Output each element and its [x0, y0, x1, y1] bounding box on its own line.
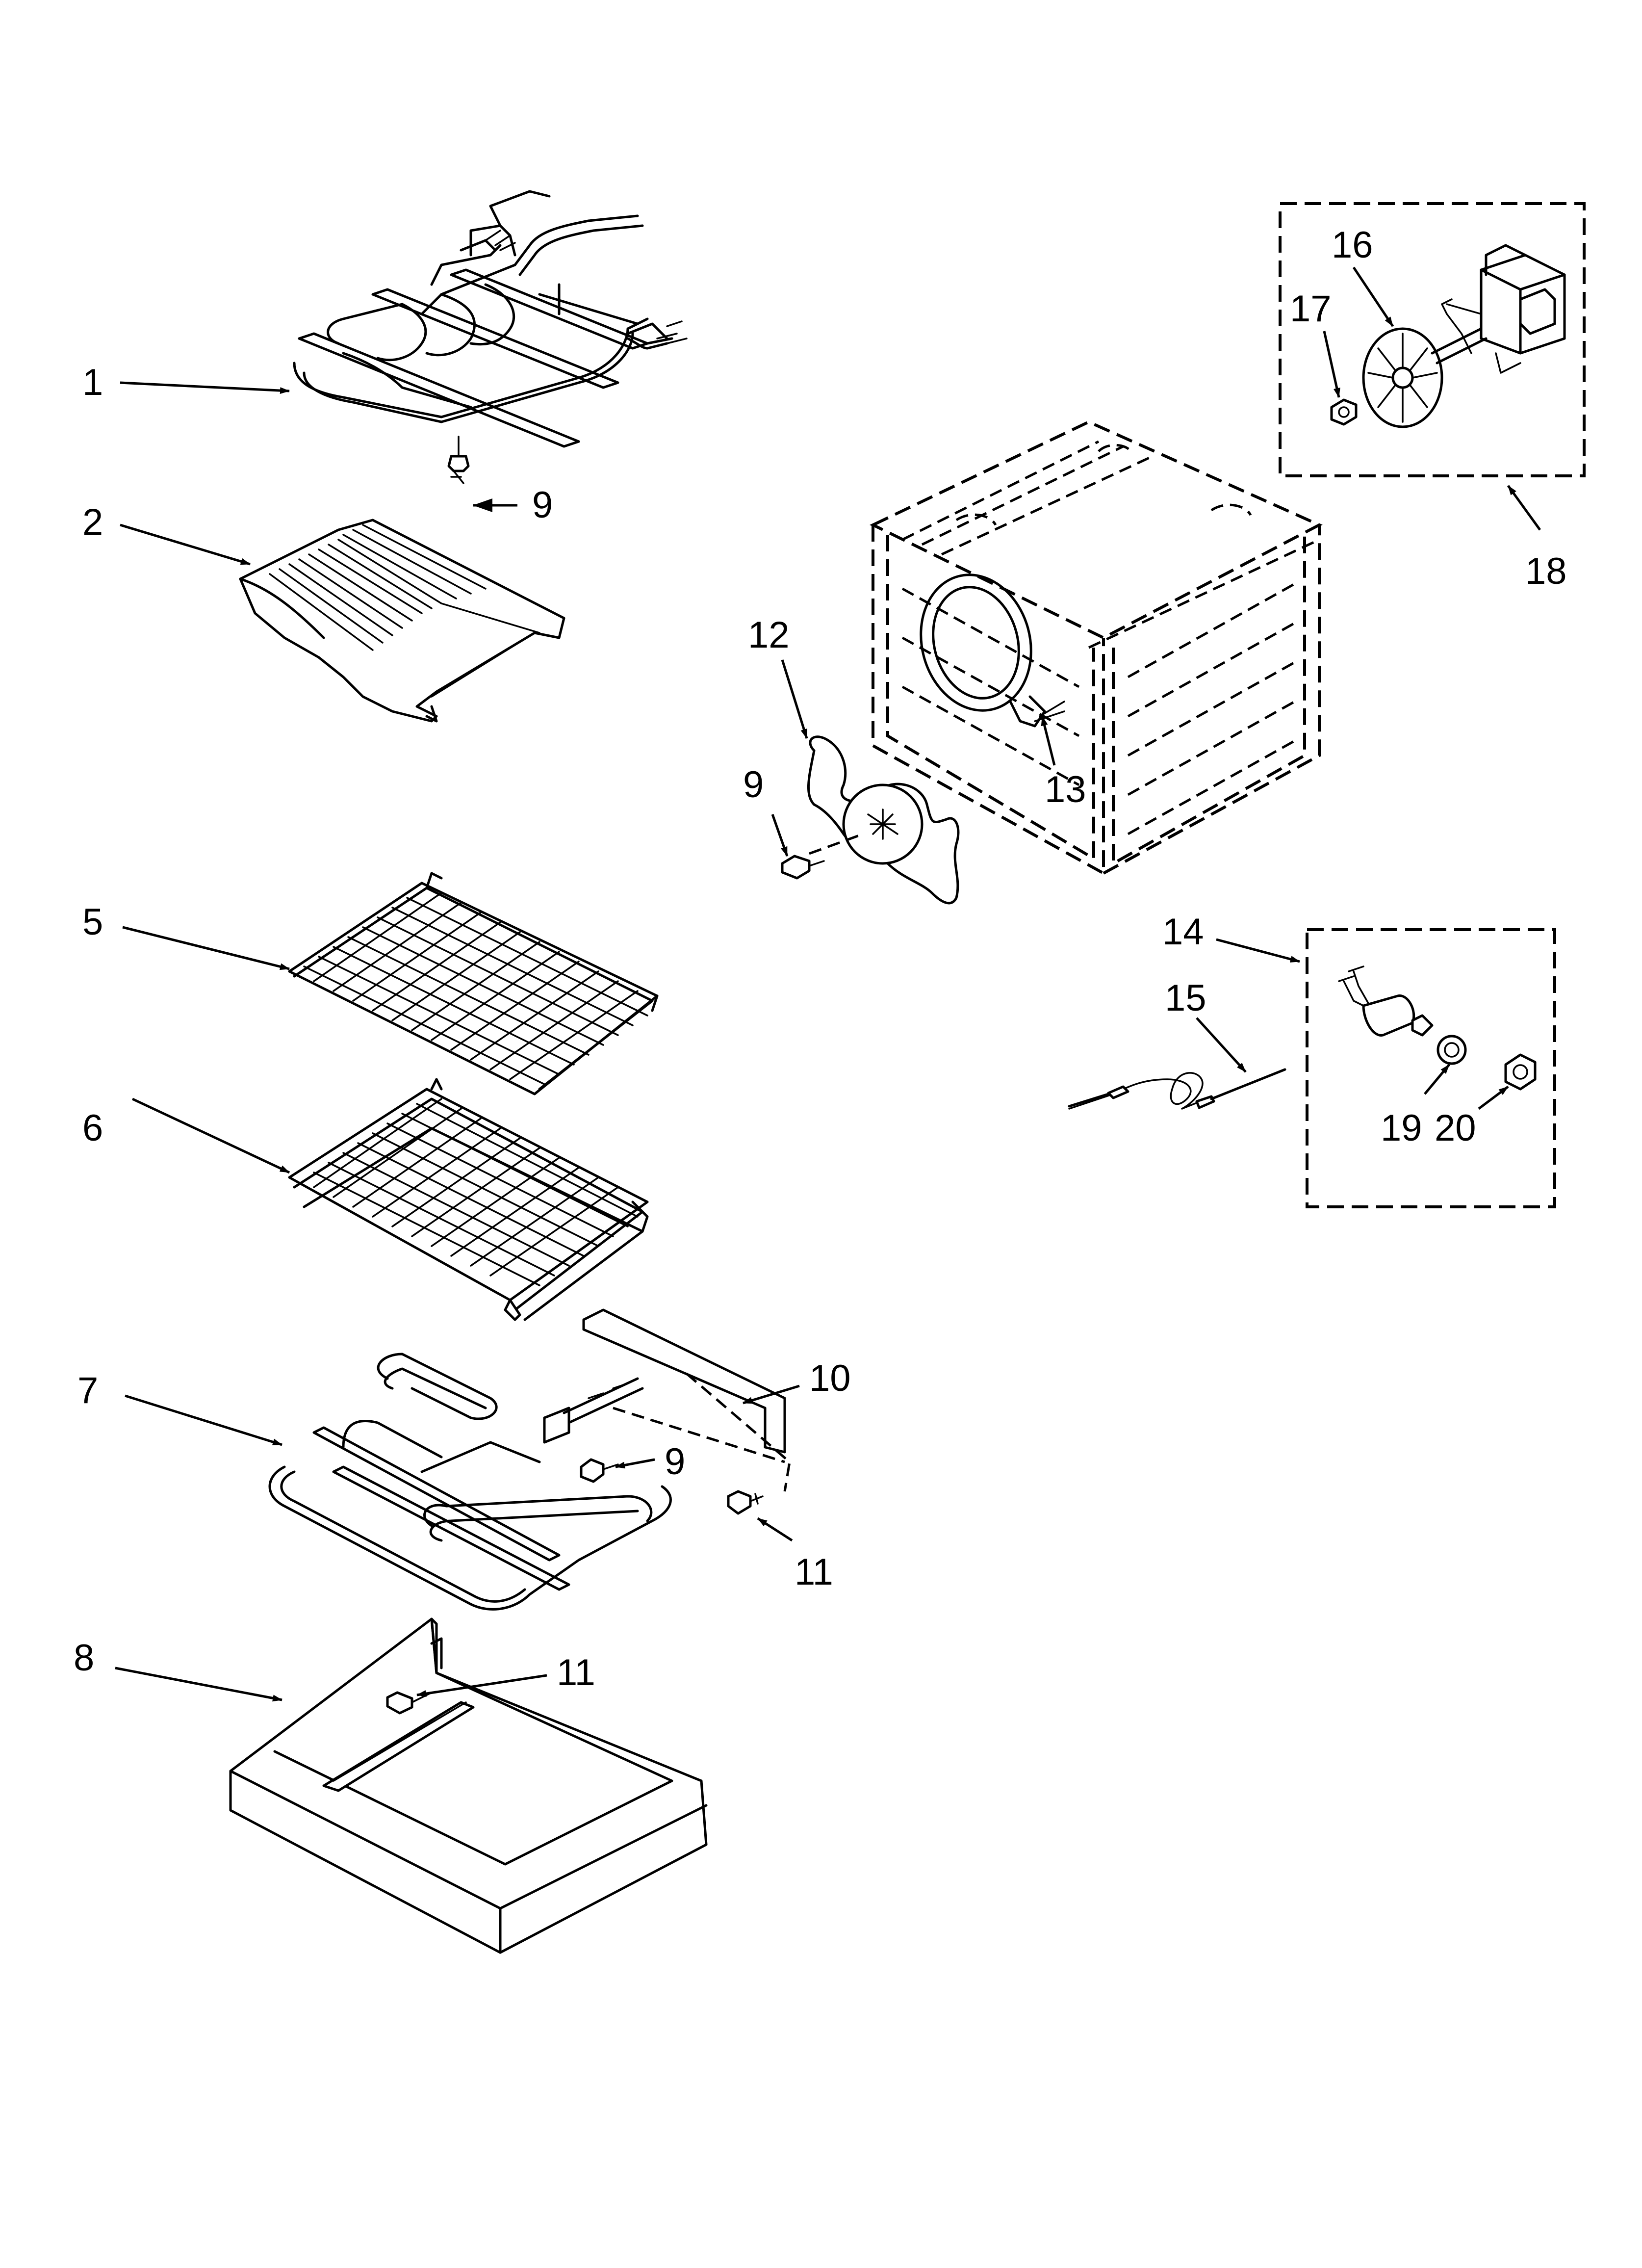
callout-1: 1	[82, 362, 103, 403]
part-18-fan-motor-kit	[1279, 202, 1586, 477]
part-2-broil-shield	[239, 519, 565, 723]
callout-12: 12	[748, 614, 790, 656]
part-8-oven-bottom	[229, 1617, 708, 1954]
callout-6: 6	[82, 1107, 103, 1149]
leader-lines	[115, 266, 1541, 1702]
callout-15: 15	[1165, 977, 1206, 1019]
part-14-meat-probe-jack-kit	[1306, 928, 1556, 1208]
callout-9-bake: 9	[665, 1441, 685, 1483]
callout-5: 5	[82, 901, 103, 943]
callout-labels: 1 2 5 6 7 8 9 9 9 10 11 11 12 13 14 15 1…	[74, 224, 1567, 1694]
callout-11-bake: 11	[795, 1551, 833, 1593]
callout-11-bottom: 11	[557, 1652, 595, 1694]
callout-19: 19	[1381, 1107, 1422, 1149]
callout-14: 14	[1162, 911, 1204, 953]
callout-16: 16	[1332, 224, 1373, 266]
callout-17: 17	[1290, 288, 1332, 330]
part-5-oven-rack	[288, 872, 659, 1095]
part-15-meat-probe	[1068, 1068, 1286, 1110]
callout-9-baffle: 9	[743, 764, 764, 806]
callout-20: 20	[1435, 1107, 1476, 1149]
callout-2: 2	[82, 501, 103, 543]
callout-13: 13	[1045, 769, 1086, 810]
part-1-broil-element	[293, 190, 688, 484]
oven-cavity	[870, 420, 1323, 876]
callout-18: 18	[1525, 550, 1567, 592]
callout-10: 10	[809, 1357, 851, 1399]
callout-8: 8	[74, 1637, 94, 1679]
part-6-roll-out-rack	[288, 1078, 649, 1321]
callout-7: 7	[77, 1370, 98, 1411]
callout-9-broil: 9	[532, 484, 553, 526]
part-7-bake-element	[268, 1308, 791, 1611]
part-12-convection-fan-baffle	[781, 735, 960, 905]
